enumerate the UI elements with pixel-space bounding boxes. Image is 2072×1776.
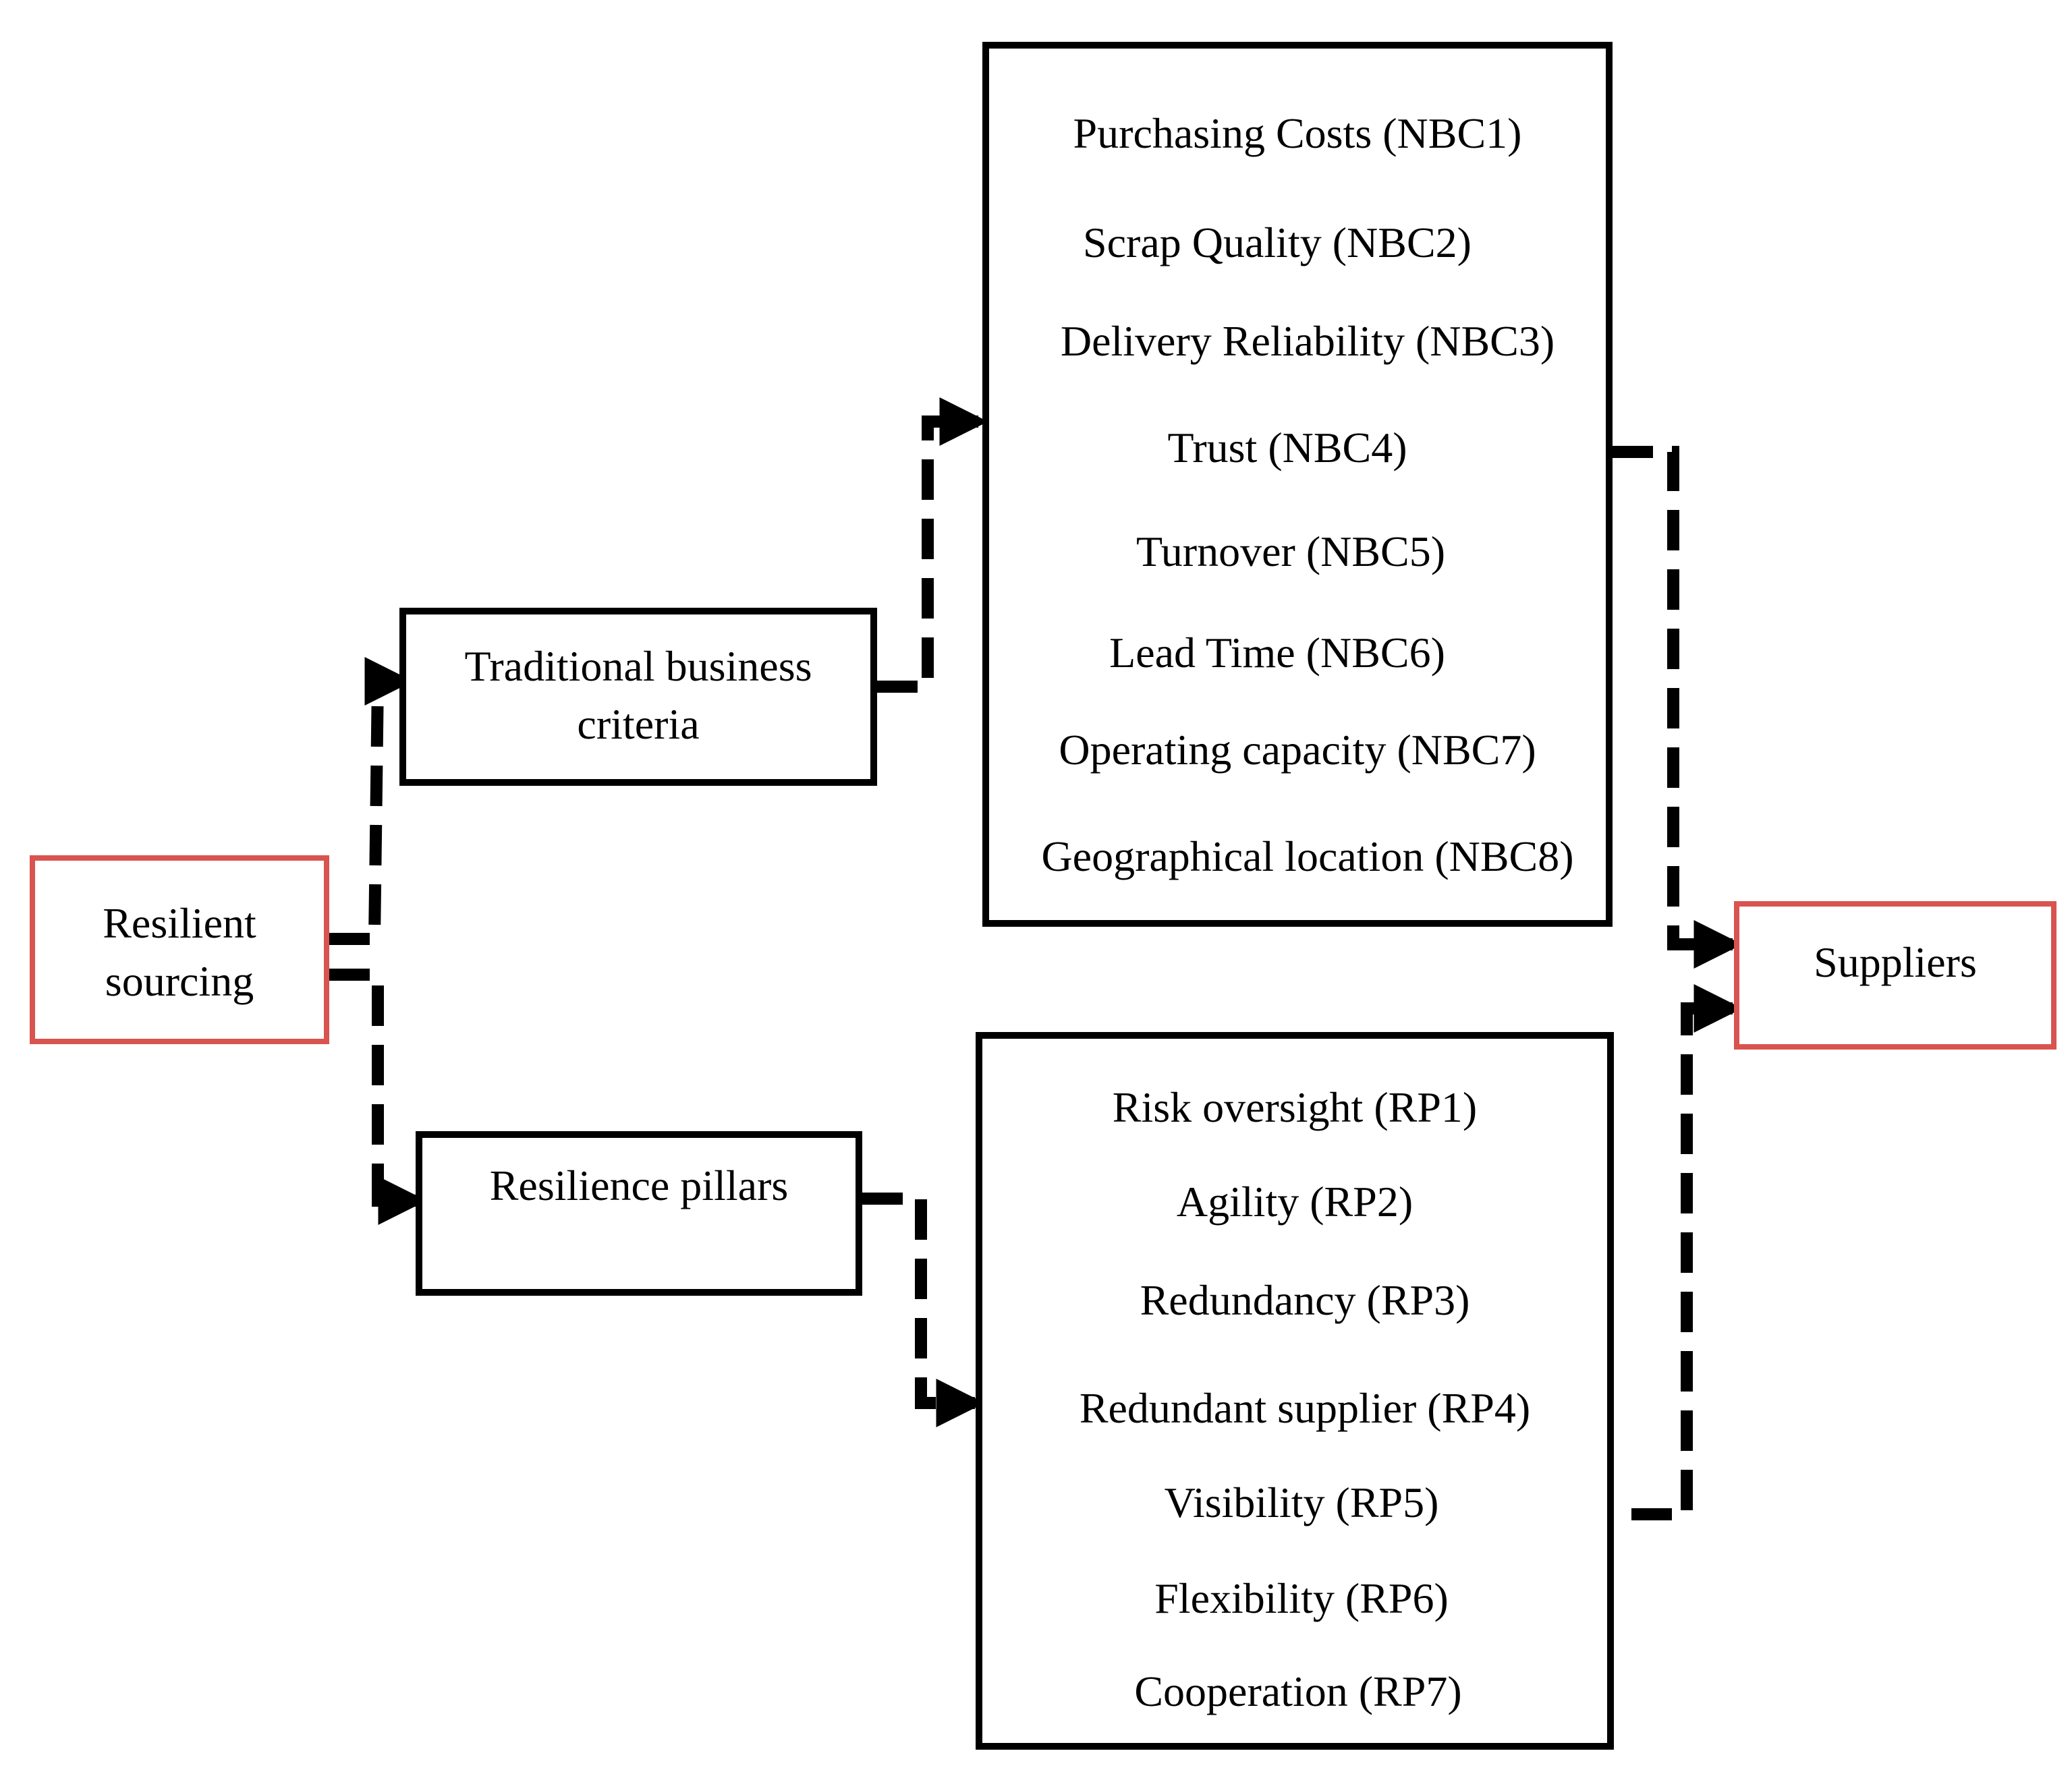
nbc-item: Delivery Reliability (NBC3) xyxy=(1060,317,1555,365)
arrow-sourcing-to-criteria xyxy=(329,657,414,945)
traditional-criteria-label: Traditional business criteria xyxy=(464,642,812,748)
arrow-sourcing-to-pillars xyxy=(329,969,427,1225)
arrow-criteria-to-nbc xyxy=(877,397,988,693)
nbc-item: Purchasing Costs (NBC1) xyxy=(1073,109,1522,157)
rp-item: Cooperation (RP7) xyxy=(1134,1667,1462,1715)
nbc-criteria-box: Purchasing Costs (NBC1) Scrap Quality (N… xyxy=(982,42,1613,927)
rp-item: Flexibility (RP6) xyxy=(1154,1574,1449,1622)
rp-item: Visibility (RP5) xyxy=(1164,1479,1439,1526)
arrow-rp-to-suppliers xyxy=(1631,984,1743,1520)
nbc-item: Operating capacity (NBC7) xyxy=(1059,726,1536,774)
nbc-item: Turnover (NBC5) xyxy=(1136,527,1446,575)
resilience-pillars-label: Resilience pillars xyxy=(489,1162,789,1209)
nbc-item: Scrap Quality (NBC2) xyxy=(1083,219,1472,266)
rp-pillars-box: Risk oversight (RP1) Agility (RP2) Redun… xyxy=(976,1032,1614,1750)
traditional-criteria-node: Traditional business criteria xyxy=(399,608,877,786)
rp-item: Redundant supplier (RP4) xyxy=(1079,1384,1531,1432)
arrow-nbc-to-suppliers xyxy=(1613,446,1743,969)
rp-item: Redundancy (RP3) xyxy=(1140,1276,1470,1324)
resilient-sourcing-label: Resilient sourcing xyxy=(103,899,256,1005)
nbc-item: Trust (NBC4) xyxy=(1167,424,1407,471)
nbc-item: Geographical location (NBC8) xyxy=(1041,832,1574,880)
rp-item: Agility (RP2) xyxy=(1176,1178,1413,1226)
nbc-item: Lead Time (NBC6) xyxy=(1109,629,1445,677)
arrow-pillars-to-rp xyxy=(862,1193,985,1427)
resilient-sourcing-node: Resilient sourcing xyxy=(30,855,329,1044)
suppliers-node: Suppliers xyxy=(1734,901,2056,1050)
resilience-pillars-node: Resilience pillars xyxy=(416,1131,862,1296)
rp-item: Risk oversight (RP1) xyxy=(1112,1083,1478,1131)
suppliers-label: Suppliers xyxy=(1814,938,1977,986)
